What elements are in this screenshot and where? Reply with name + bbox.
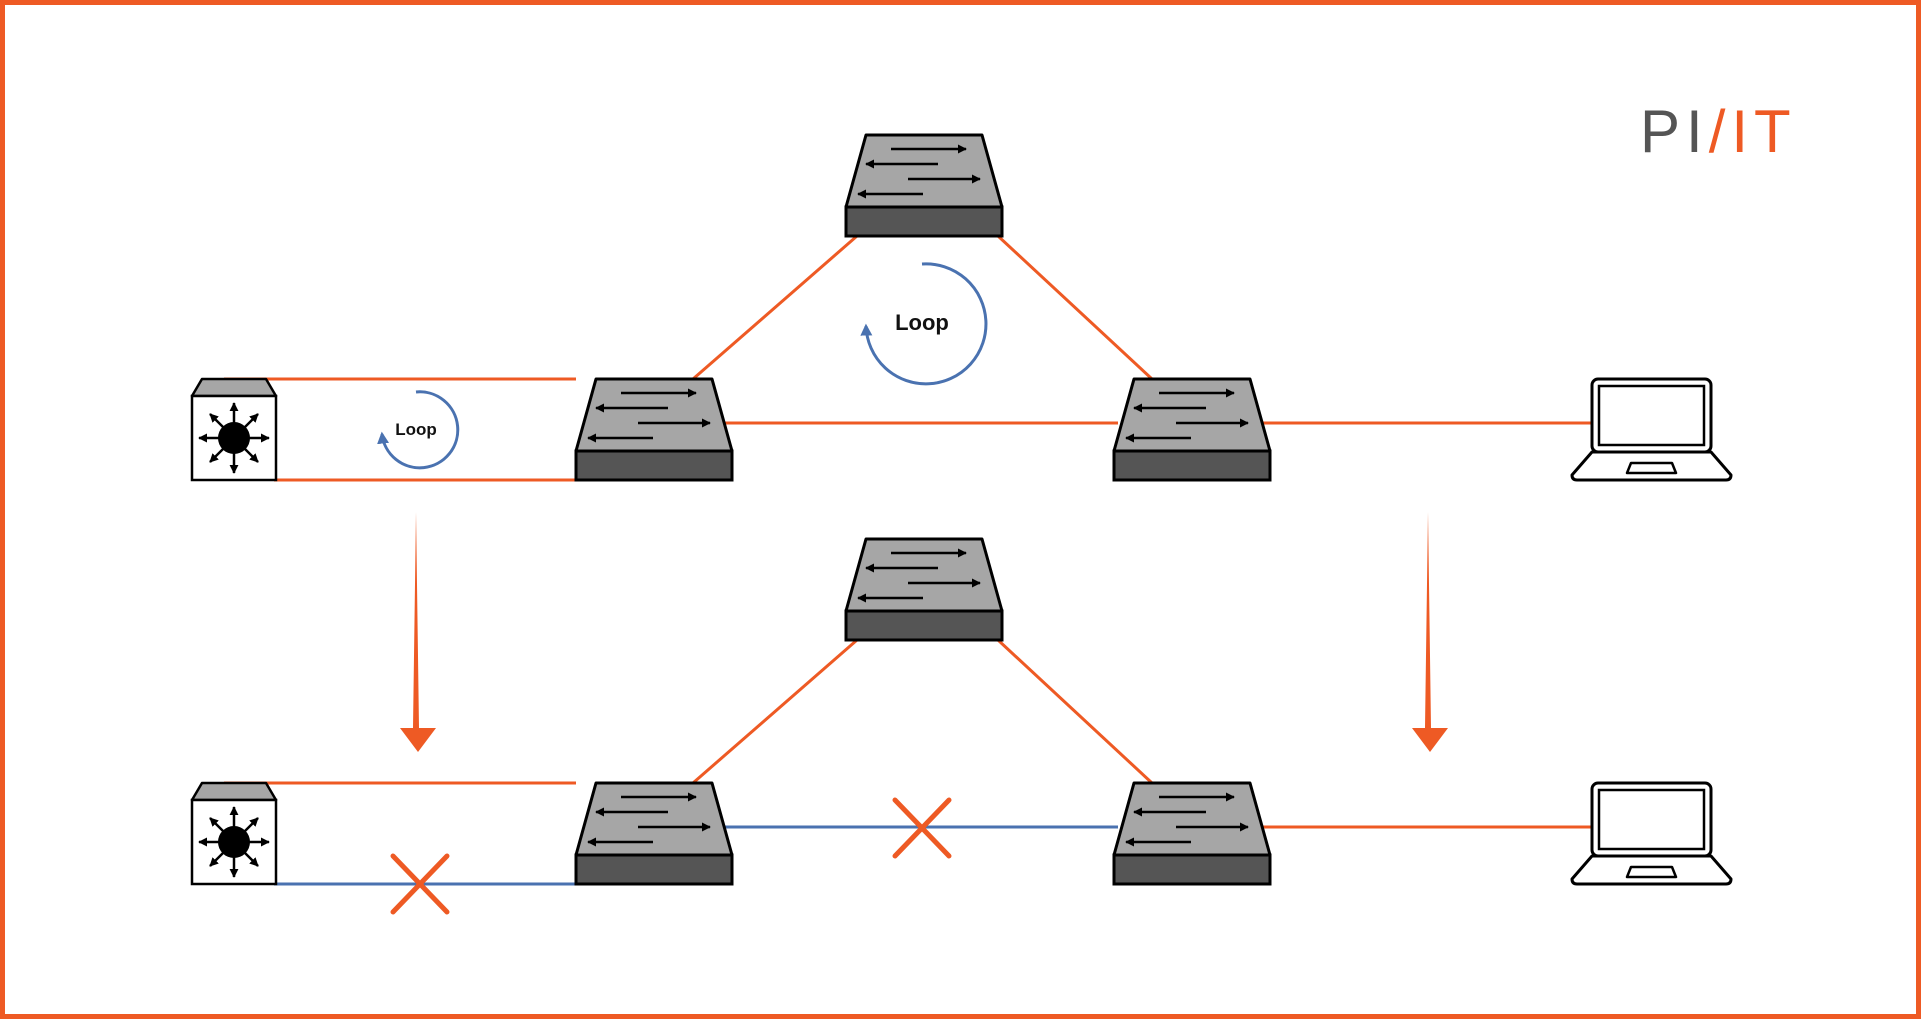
switch-icon bbox=[1114, 783, 1270, 884]
svg-text:PI/IT: PI/IT bbox=[1640, 98, 1797, 165]
circular-arrow-icon bbox=[377, 390, 460, 470]
router-icon bbox=[192, 783, 276, 884]
down-arrow-icon bbox=[1412, 512, 1448, 752]
switch-icon bbox=[1114, 379, 1270, 480]
circular-arrow-icon bbox=[860, 262, 988, 386]
after-diagram bbox=[192, 539, 1733, 912]
switch-icon bbox=[846, 539, 1002, 640]
link-switch-left-top bbox=[692, 638, 858, 785]
logo-slash: / bbox=[1709, 98, 1732, 165]
pivit-logo: PI/IT bbox=[1640, 98, 1797, 165]
logo-suffix: IT bbox=[1731, 98, 1796, 165]
switch-icon bbox=[846, 135, 1002, 236]
link-switch-left-top bbox=[692, 234, 858, 381]
loop-label-large: Loop bbox=[895, 310, 949, 335]
switch-icon bbox=[576, 379, 732, 480]
router-icon bbox=[192, 379, 276, 480]
link-switch-top-right bbox=[996, 234, 1154, 381]
before-diagram: Loop Loop bbox=[192, 135, 1733, 482]
laptop-icon bbox=[1570, 377, 1733, 482]
link-switch-top-right bbox=[996, 638, 1154, 785]
laptop-icon bbox=[1570, 781, 1733, 886]
loop-label-small: Loop bbox=[395, 420, 437, 439]
logo-prefix: PI bbox=[1640, 98, 1709, 165]
down-arrow-icon bbox=[400, 512, 436, 752]
switch-icon bbox=[576, 783, 732, 884]
